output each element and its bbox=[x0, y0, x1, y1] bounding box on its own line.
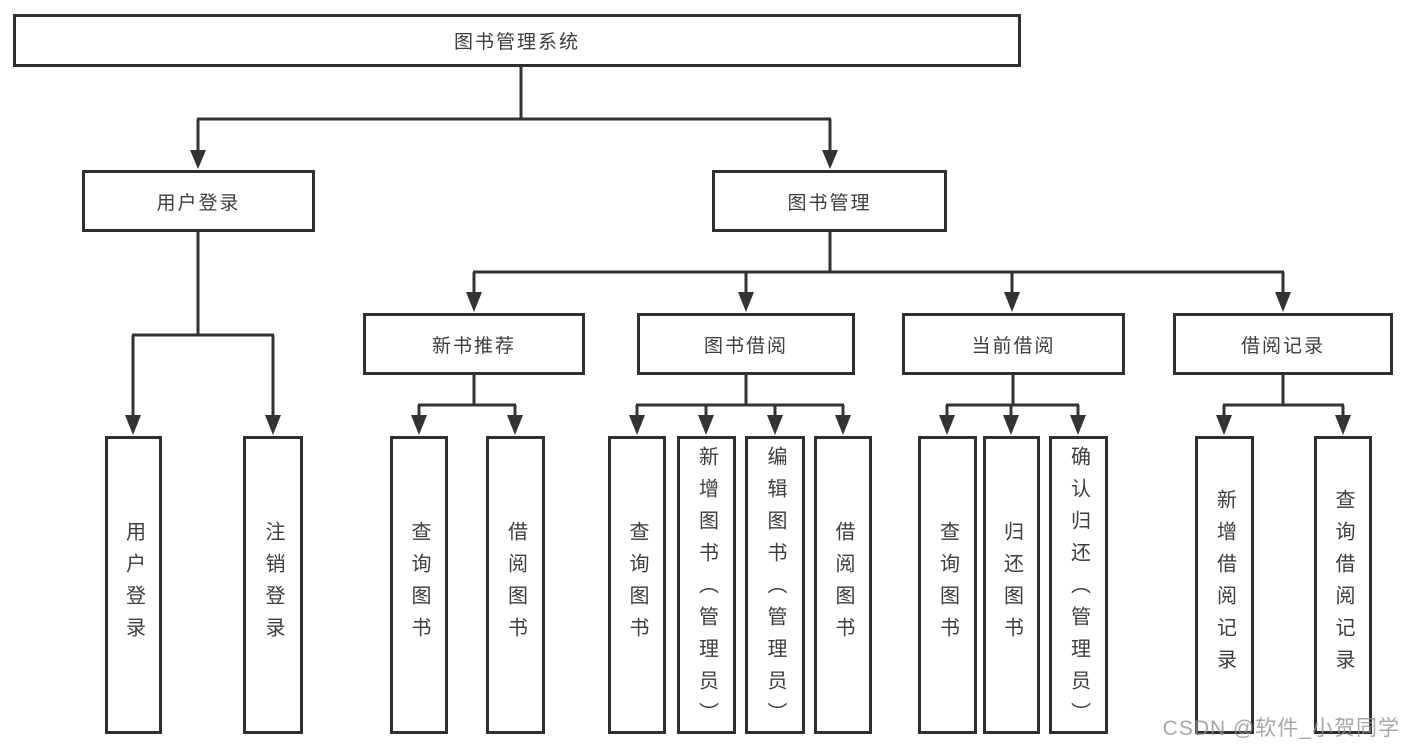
leaf-logout: 注销登录 bbox=[243, 436, 303, 734]
node-new-book-recommendation: 新书推荐 bbox=[363, 313, 585, 375]
node-label: 当前借阅 bbox=[971, 335, 1056, 357]
node-label: 注销登录 bbox=[262, 521, 284, 649]
node-label: 新书推荐 bbox=[431, 335, 516, 357]
leaf-confirm-return-admin: 确认归还（管理员） bbox=[1049, 436, 1108, 734]
connector-current-borrow bbox=[945, 375, 1080, 417]
node-label: 用户登录 bbox=[122, 521, 145, 649]
node-label: 查询图书 bbox=[408, 521, 430, 649]
leaf-borrow-books-recommend: 借阅图书 bbox=[486, 436, 545, 734]
leaf-borrow-books: 借阅图书 bbox=[814, 436, 872, 734]
leaf-query-books-current: 查询图书 bbox=[918, 436, 977, 734]
node-borrowing-records: 借阅记录 bbox=[1173, 313, 1393, 375]
node-book-management-system: 图书管理系统 bbox=[13, 14, 1021, 67]
node-book-management: 图书管理 bbox=[712, 170, 947, 232]
node-label: 查询图书 bbox=[626, 521, 648, 649]
node-user-login: 用户登录 bbox=[82, 170, 315, 232]
node-label: 用户登录 bbox=[156, 192, 241, 214]
node-label: 编辑图书（管理员） bbox=[764, 446, 786, 734]
node-label: 确认归还（管理员） bbox=[1067, 446, 1090, 734]
connector-borrow-records bbox=[1222, 375, 1345, 417]
leaf-user-login: 用户登录 bbox=[105, 436, 162, 734]
node-label: 查询借阅记录 bbox=[1332, 489, 1354, 681]
connector-new-book bbox=[417, 375, 517, 417]
node-book-borrowing: 图书借阅 bbox=[637, 313, 855, 375]
leaf-add-books-admin: 新增图书（管理员） bbox=[677, 436, 736, 734]
leaf-edit-books-admin: 编辑图书（管理员） bbox=[745, 436, 805, 734]
connector-book-borrow bbox=[635, 375, 845, 417]
leaf-query-books-borrow: 查询图书 bbox=[608, 436, 666, 734]
node-label: 归还图书 bbox=[1000, 521, 1023, 649]
node-label: 借阅图书 bbox=[504, 521, 527, 649]
leaf-add-borrow-record: 新增借阅记录 bbox=[1195, 436, 1254, 734]
csdn-watermark: CSDN @软件_小贺同学 bbox=[1162, 717, 1400, 740]
connector-book-mgmt bbox=[472, 232, 1285, 294]
node-label: 借阅记录 bbox=[1240, 335, 1325, 357]
node-label: 图书借阅 bbox=[703, 335, 788, 357]
node-label: 图书管理 bbox=[787, 192, 872, 214]
node-label: 新增借阅记录 bbox=[1213, 489, 1236, 681]
node-current-borrowing: 当前借阅 bbox=[902, 313, 1125, 375]
leaf-query-borrow-record: 查询借阅记录 bbox=[1314, 436, 1372, 734]
connector-level1 bbox=[196, 67, 832, 152]
node-label: 图书管理系统 bbox=[453, 32, 580, 53]
node-label: 借阅图书 bbox=[832, 521, 854, 649]
leaf-return-books: 归还图书 bbox=[983, 436, 1040, 734]
leaf-query-books-recommend: 查询图书 bbox=[390, 436, 448, 734]
node-label: 新增图书（管理员） bbox=[695, 446, 718, 734]
connector-user-login bbox=[131, 232, 275, 417]
node-label: 查询图书 bbox=[936, 521, 959, 649]
